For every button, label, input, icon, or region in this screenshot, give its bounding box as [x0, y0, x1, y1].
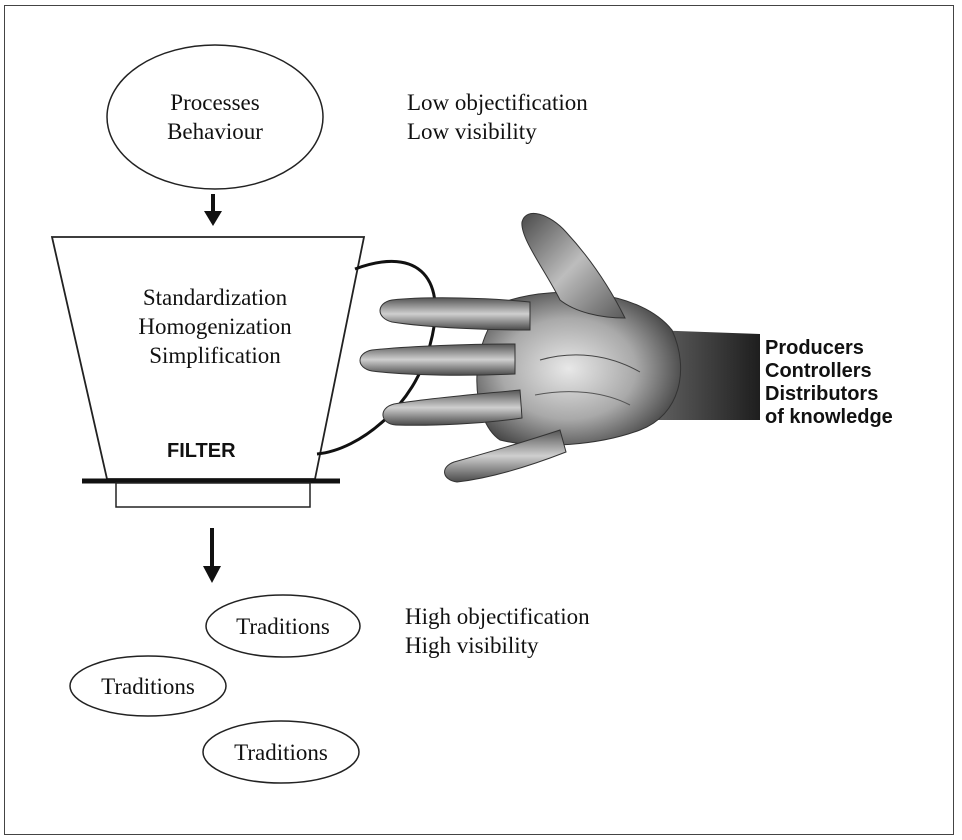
tradition-label: Traditions [234, 740, 328, 765]
processes-label: Processes [170, 90, 260, 115]
controllers-label: Controllers [765, 360, 872, 382]
filter-processes: Standardization Homogenization Simplific… [120, 283, 310, 370]
filter-handle [316, 259, 437, 456]
hand-label: Producers Controllers Distributors of kn… [765, 337, 893, 429]
arrow-down-icon [203, 528, 221, 583]
distributors-label: Distributors [765, 383, 879, 405]
filter-base-box [115, 482, 311, 508]
tradition-label: Traditions [101, 674, 195, 699]
tradition-ellipse [69, 655, 227, 717]
tradition-label: Traditions [236, 614, 330, 639]
low-visibility-label: Low visibility [407, 119, 537, 144]
behaviour-label: Behaviour [167, 119, 263, 144]
high-objectification-label: High objectification [405, 604, 590, 629]
arrow-down-icon [204, 194, 222, 226]
filter-label: FILTER [167, 440, 236, 462]
bottom-note: High objectification High visibility [405, 602, 590, 660]
of-knowledge-label: of knowledge [765, 406, 893, 428]
low-objectification-label: Low objectification [407, 90, 588, 115]
simplification-label: Simplification [149, 343, 281, 368]
tradition-ellipse [205, 594, 361, 658]
tradition-ellipse [202, 720, 360, 784]
producers-label: Producers [765, 337, 864, 359]
processes-label-box: Processes Behaviour [150, 88, 280, 146]
processes-ellipse [106, 44, 324, 190]
high-visibility-label: High visibility [405, 633, 539, 658]
homogenization-label: Homogenization [138, 314, 292, 339]
standardization-label: Standardization [142, 285, 288, 310]
top-note: Low objectification Low visibility [407, 88, 588, 146]
hand-illustration [359, 212, 760, 483]
